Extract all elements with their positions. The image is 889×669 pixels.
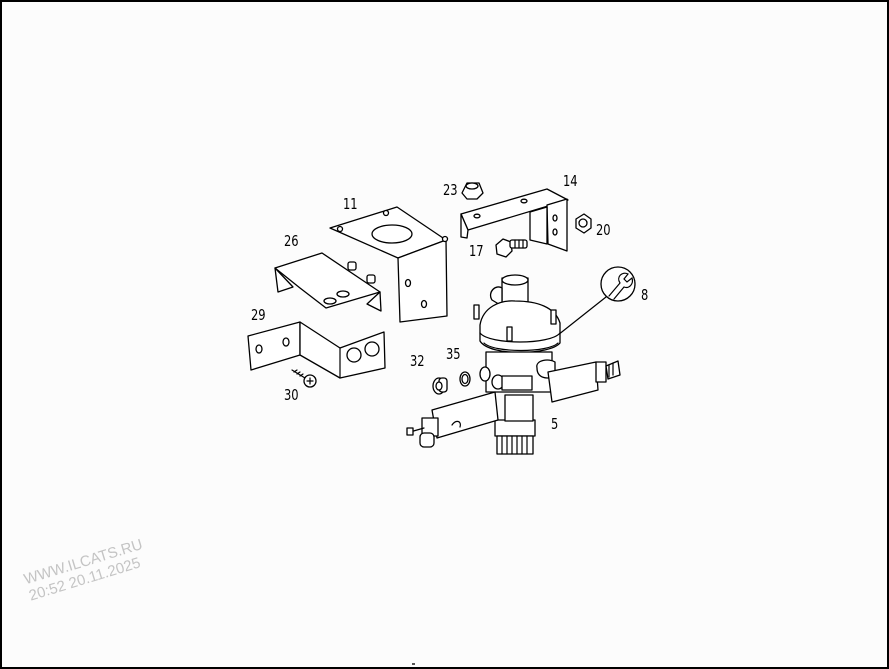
callout-5[interactable]: 5 xyxy=(551,415,559,433)
part-17-bolt[interactable] xyxy=(495,238,528,258)
part-20-nut[interactable] xyxy=(575,213,592,234)
callout-29[interactable]: 29 xyxy=(251,306,266,324)
part-8-wrench-symbol[interactable] xyxy=(557,266,636,336)
part-32-plug[interactable] xyxy=(432,377,448,395)
callout-11[interactable]: 11 xyxy=(343,195,358,213)
callout-30[interactable]: 30 xyxy=(284,386,299,404)
callout-8[interactable]: 8 xyxy=(641,286,649,304)
callout-17[interactable]: 17 xyxy=(469,242,484,260)
callout-20[interactable]: 20 xyxy=(596,221,611,239)
part-26-plate[interactable] xyxy=(274,252,382,312)
part-5-valve-assembly[interactable] xyxy=(406,274,621,455)
callout-32[interactable]: 32 xyxy=(410,352,425,370)
part-23-nut[interactable] xyxy=(461,182,484,200)
callout-26[interactable]: 26 xyxy=(284,232,299,250)
part-35-seal-ring[interactable] xyxy=(459,371,471,387)
callout-23[interactable]: 23 xyxy=(443,181,458,199)
part-14-bracket[interactable] xyxy=(460,188,569,252)
part-30-screw[interactable] xyxy=(291,369,317,388)
part-11-bracket[interactable] xyxy=(329,206,449,323)
callout-35[interactable]: 35 xyxy=(446,345,461,363)
bottom-marker xyxy=(412,663,415,665)
part-29-angle-bracket[interactable] xyxy=(247,321,386,379)
callout-14[interactable]: 14 xyxy=(563,172,578,190)
